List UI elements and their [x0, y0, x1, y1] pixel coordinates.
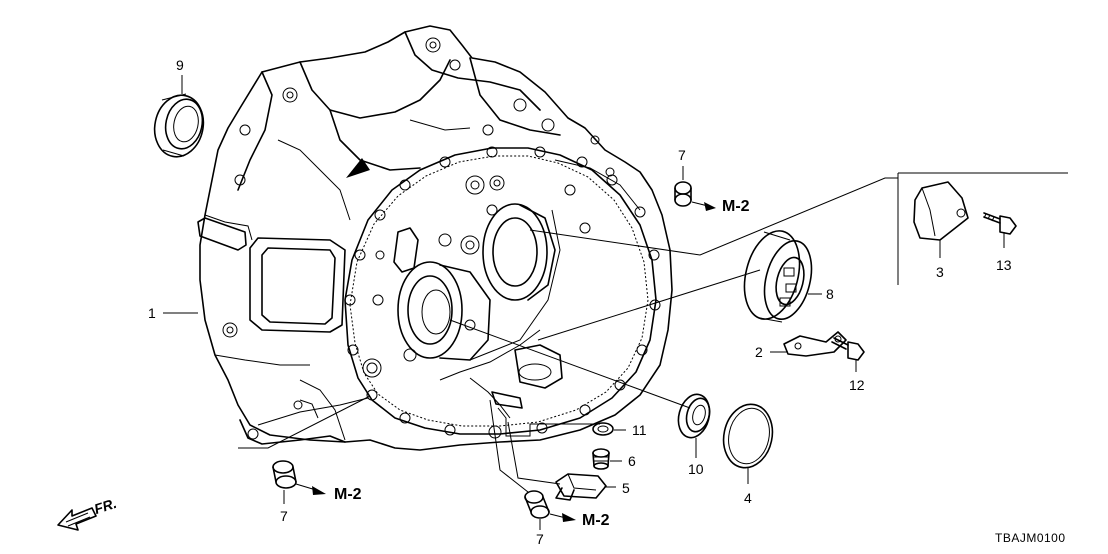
bolt-13 — [983, 212, 1017, 235]
dowel-pin-7-top — [674, 181, 692, 207]
oil-seal-9 — [153, 93, 205, 158]
callout-9: 9 — [176, 57, 184, 73]
ref-label-m2-bottom-left: M-2 — [334, 486, 362, 503]
callout-5: 5 — [622, 480, 630, 496]
callout-1: 1 — [148, 305, 156, 321]
callout-8: 8 — [826, 286, 834, 302]
front-direction-arrow — [57, 507, 97, 531]
callout-10: 10 — [688, 461, 704, 477]
callout-7-bottom-left: 7 — [280, 508, 288, 524]
callout-2: 2 — [755, 344, 763, 360]
callout-3: 3 — [936, 264, 944, 280]
bolt-12 — [831, 337, 865, 361]
callout-7-top: 7 — [678, 147, 686, 163]
o-ring-4 — [722, 403, 774, 469]
leader-lines — [163, 75, 1005, 530]
drain-plug-6 — [592, 448, 610, 470]
ref-arrows — [295, 201, 716, 522]
washer-11 — [592, 422, 614, 436]
sensor-5 — [555, 473, 607, 501]
dowel-pin-7-bottom-right — [524, 490, 550, 519]
callout-4: 4 — [744, 490, 752, 506]
bearing-8 — [743, 230, 813, 323]
diagram-code: TBAJM0100 — [995, 531, 1066, 545]
callout-11: 11 — [632, 422, 647, 438]
callout-13: 13 — [996, 257, 1012, 273]
ref-label-m2-bottom-right: M-2 — [582, 512, 610, 529]
callout-7-bottom-right: 7 — [536, 531, 544, 547]
callout-6: 6 — [628, 453, 636, 469]
bracket-frame — [897, 172, 1068, 285]
clutch-housing — [197, 25, 673, 451]
ref-label-m2-top: M-2 — [722, 198, 750, 215]
bracket-3 — [913, 181, 969, 241]
dowel-pin-7-bottom-left — [272, 460, 297, 489]
callout-12: 12 — [849, 377, 865, 393]
oil-seal-10 — [677, 393, 711, 439]
